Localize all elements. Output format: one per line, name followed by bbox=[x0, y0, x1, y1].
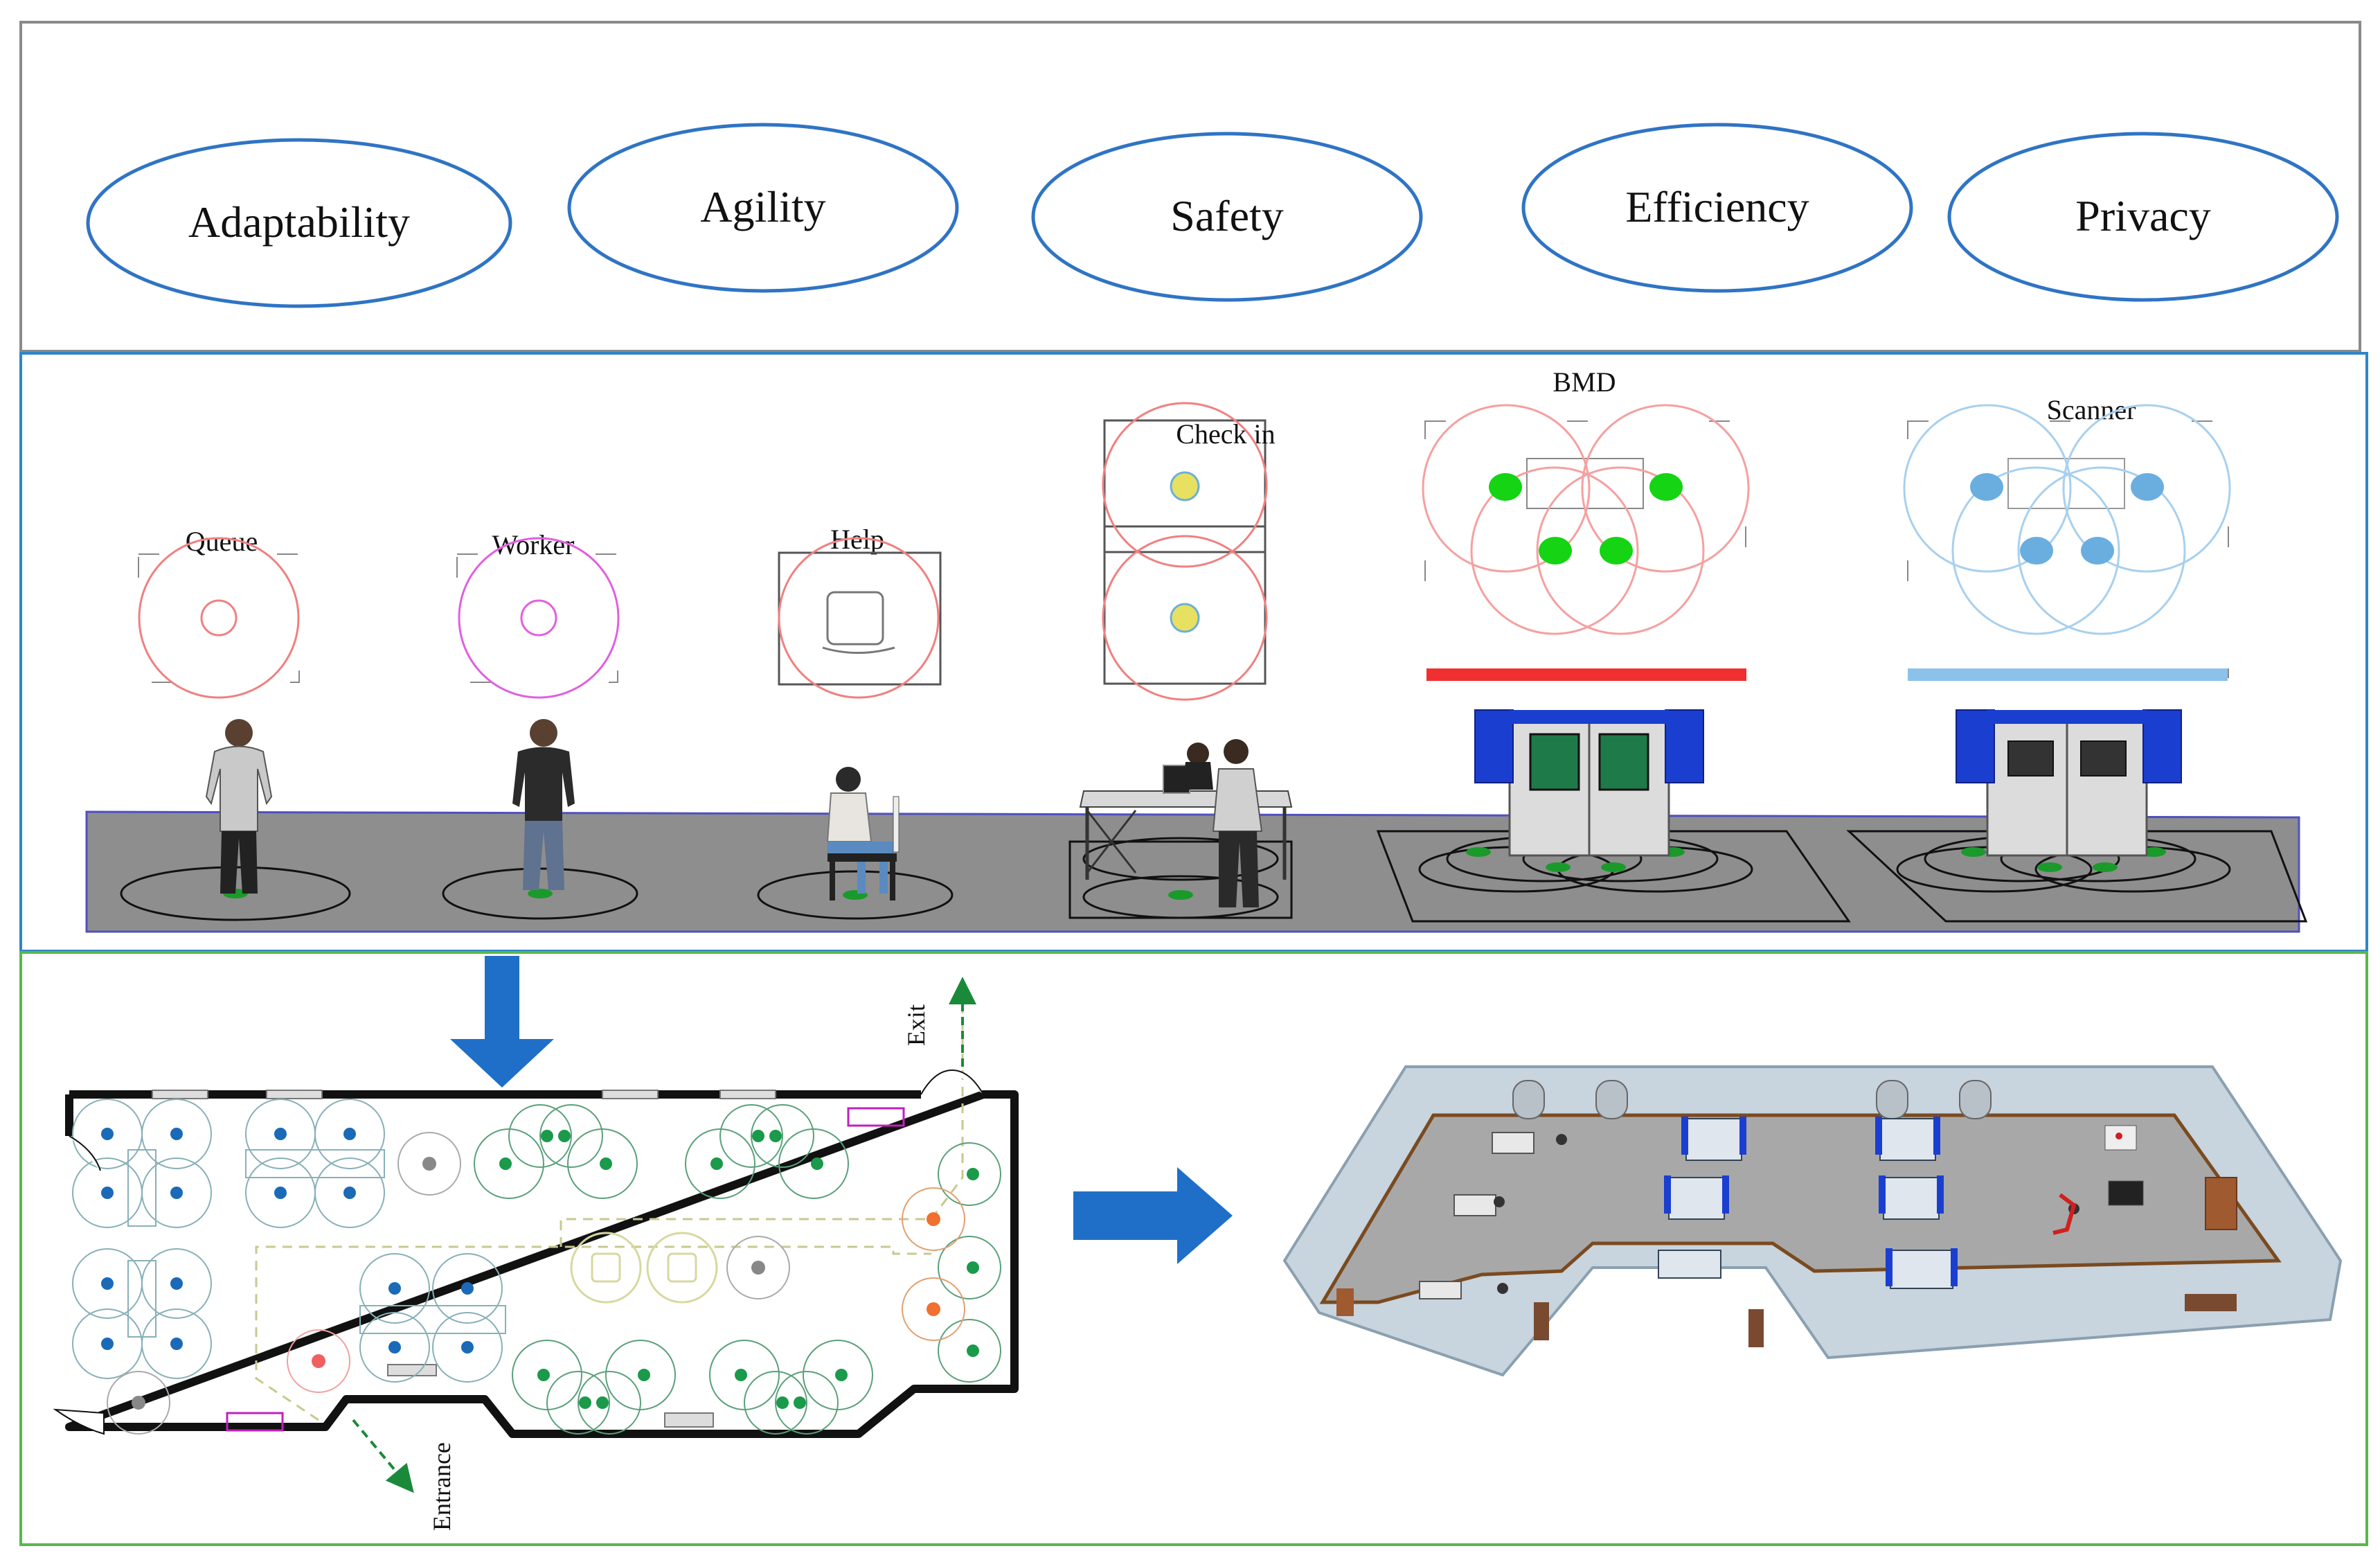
exit-label: Exit bbox=[902, 1004, 930, 1046]
goal-safety: Safety bbox=[1031, 132, 1423, 302]
goal-label: Agility bbox=[700, 182, 825, 231]
bmd-booth-icon bbox=[1474, 709, 1704, 857]
floor-plan: Exit Entrance bbox=[53, 977, 1019, 1531]
checkin-label: Check in bbox=[1176, 418, 1275, 450]
goal-label: Efficiency bbox=[1625, 182, 1809, 231]
scanner-bar bbox=[1908, 668, 2228, 681]
goal-privacy: Privacy bbox=[1947, 132, 2339, 302]
help-person-icon bbox=[826, 767, 900, 900]
goal-label: Safety bbox=[1170, 191, 1284, 240]
queue-person-icon bbox=[205, 719, 273, 894]
goal-adaptability: Adaptability bbox=[86, 138, 512, 308]
bmd-bar bbox=[1426, 668, 1746, 681]
scanner-agent: Scanner bbox=[1846, 394, 2308, 923]
right-arrow-icon bbox=[1073, 1167, 1233, 1264]
goal-label: Adaptability bbox=[188, 197, 410, 247]
bmd-agent: BMD bbox=[1376, 366, 1851, 923]
worker-person-icon bbox=[512, 719, 575, 890]
goals-panel: Adaptability Agility Safety Efficiency P… bbox=[19, 21, 2361, 353]
worker-label: Worker bbox=[492, 529, 575, 560]
ground-floor bbox=[85, 810, 2300, 933]
goal-efficiency: Efficiency bbox=[1521, 123, 1913, 293]
agents-panel: Queue Worker bbox=[19, 352, 2368, 952]
down-arrow-icon bbox=[450, 956, 554, 1088]
worker-agent: Worker bbox=[442, 529, 638, 920]
checkin-agent: Check in bbox=[1068, 402, 1293, 919]
layout-panel: Exit Entrance bbox=[19, 951, 2368, 1546]
scanner-booth-icon bbox=[1956, 709, 2182, 857]
scanner-booth-clusters bbox=[72, 1099, 506, 1383]
checkin-person-icon bbox=[1183, 739, 1263, 907]
queue-agent: Queue bbox=[120, 526, 351, 921]
room-3d-render bbox=[1282, 1065, 2343, 1377]
goal-label: Privacy bbox=[2075, 191, 2211, 240]
help-agent: Help bbox=[757, 524, 954, 920]
entrance-label: Entrance bbox=[428, 1442, 456, 1531]
bmd-booth-clusters bbox=[474, 1104, 1001, 1435]
goal-agility: Agility bbox=[567, 123, 959, 293]
bmd-label: BMD bbox=[1553, 366, 1616, 398]
